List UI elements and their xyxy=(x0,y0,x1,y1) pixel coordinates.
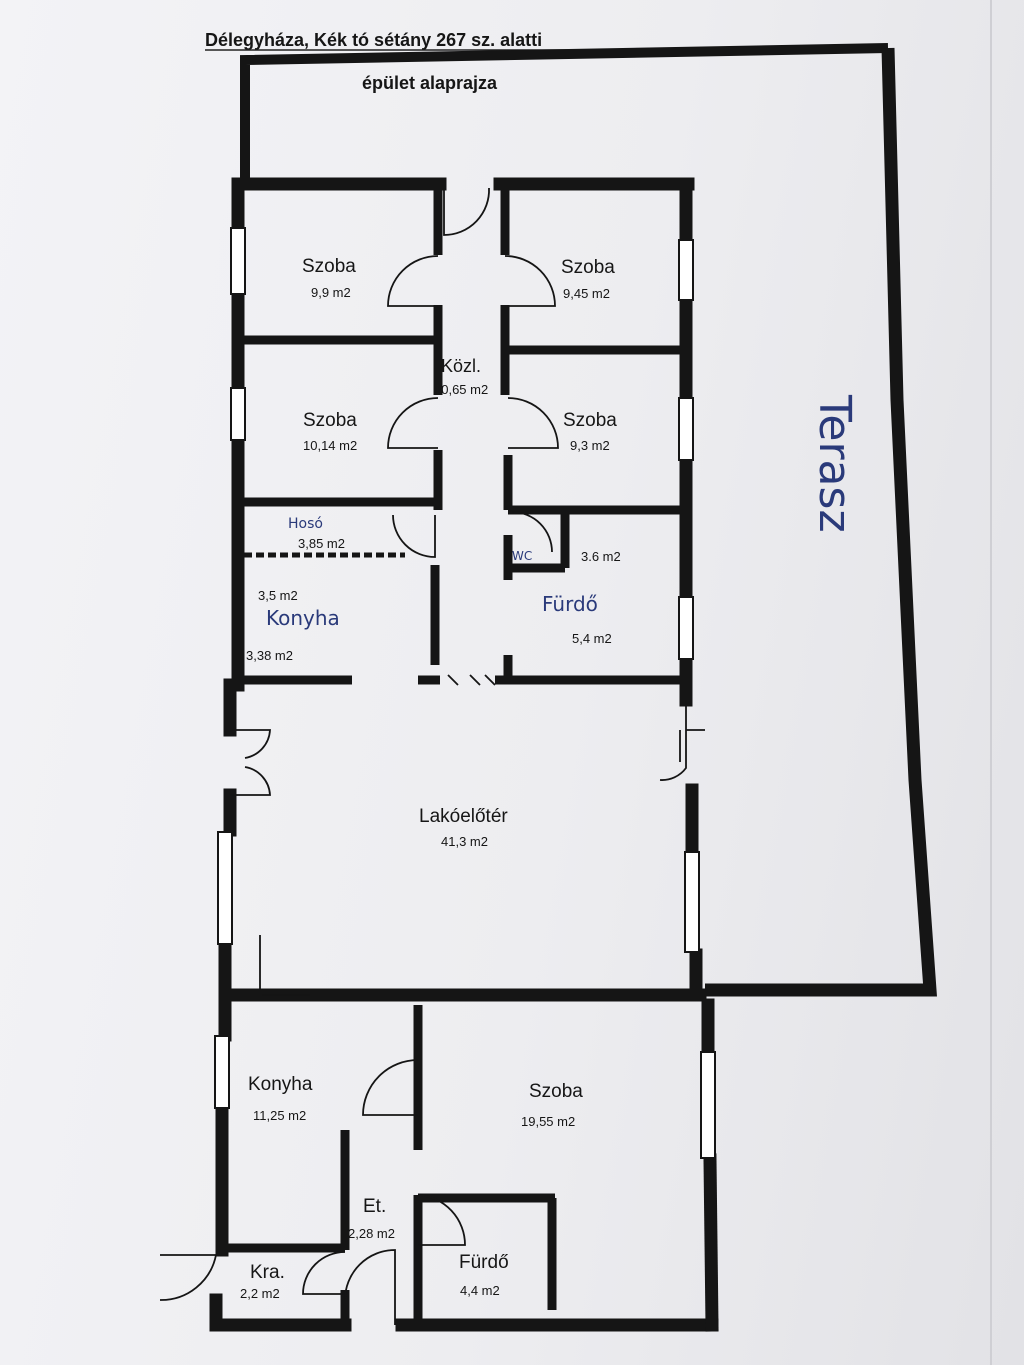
interior-walls xyxy=(228,190,682,1325)
room-szoba-nw-area: 9,9 m2 xyxy=(311,285,351,300)
room-kozl-name: Közl. xyxy=(441,356,481,376)
exterior-walls xyxy=(209,177,719,1332)
room-konyha-small-area-a: 3,5 m2 xyxy=(258,588,298,603)
hw-wc-label: WC xyxy=(512,549,532,563)
room-et-name: Et. xyxy=(363,1196,386,1217)
room-lakoeloter-name: Lakóelőtér xyxy=(419,806,508,827)
hw-furdo-label: Fürdő xyxy=(542,592,598,616)
room-furdo-lower-area: 4,4 m2 xyxy=(460,1283,500,1298)
handwritten-labels: Hosó WC Konyha Fürdő Terasz xyxy=(266,394,860,630)
windows xyxy=(214,227,716,1159)
room-szoba-w2-name: Szoba xyxy=(303,410,357,431)
room-furdo-upper-area: 5,4 m2 xyxy=(572,631,612,646)
room-szoba-nw-name: Szoba xyxy=(302,256,356,277)
room-szoba-e2-name: Szoba xyxy=(563,410,617,431)
room-szoba-w2-area: 10,14 m2 xyxy=(303,438,357,453)
room-kozl-area: 10,65 m2 xyxy=(434,382,488,397)
room-szoba-e2-area: 9,3 m2 xyxy=(570,438,610,453)
title-line-2: épület alaprajza xyxy=(362,73,498,93)
room-konyha-small-area-b: 3,38 m2 xyxy=(246,648,293,663)
room-szoba-ne-area: 9,45 m2 xyxy=(563,286,610,301)
room-konyha-name: Konyha xyxy=(248,1074,313,1095)
door-swings xyxy=(159,187,705,1325)
room-et-area: 2,28 m2 xyxy=(348,1226,395,1241)
room-lakoeloter-area: 41,3 m2 xyxy=(441,834,488,849)
room-moso-area: 3,85 m2 xyxy=(298,536,345,551)
page-fold-line xyxy=(990,0,992,1365)
room-furdo-lower-name: Fürdő xyxy=(459,1252,509,1273)
room-labels: Szoba 9,9 m2 Szoba 9,45 m2 Közl. 10,65 m… xyxy=(240,256,621,1301)
room-kra-area: 2,2 m2 xyxy=(240,1286,280,1301)
hw-moso-label: Hosó xyxy=(288,516,323,532)
hw-konyha-label: Konyha xyxy=(266,606,340,630)
hw-terasz-label: Terasz xyxy=(809,394,860,533)
room-szoba-big-name: Szoba xyxy=(529,1081,583,1102)
title-line-1: Délegyháza, Kék tó sétány 267 sz. alatti xyxy=(205,30,542,50)
room-wc-area: 3.6 m2 xyxy=(581,549,621,564)
room-kra-name: Kra. xyxy=(250,1262,285,1283)
room-szoba-ne-name: Szoba xyxy=(561,257,615,278)
room-szoba-big-area: 19,55 m2 xyxy=(521,1114,575,1129)
room-konyha-area: 11,25 m2 xyxy=(253,1108,306,1123)
terrace-outline xyxy=(240,43,937,997)
